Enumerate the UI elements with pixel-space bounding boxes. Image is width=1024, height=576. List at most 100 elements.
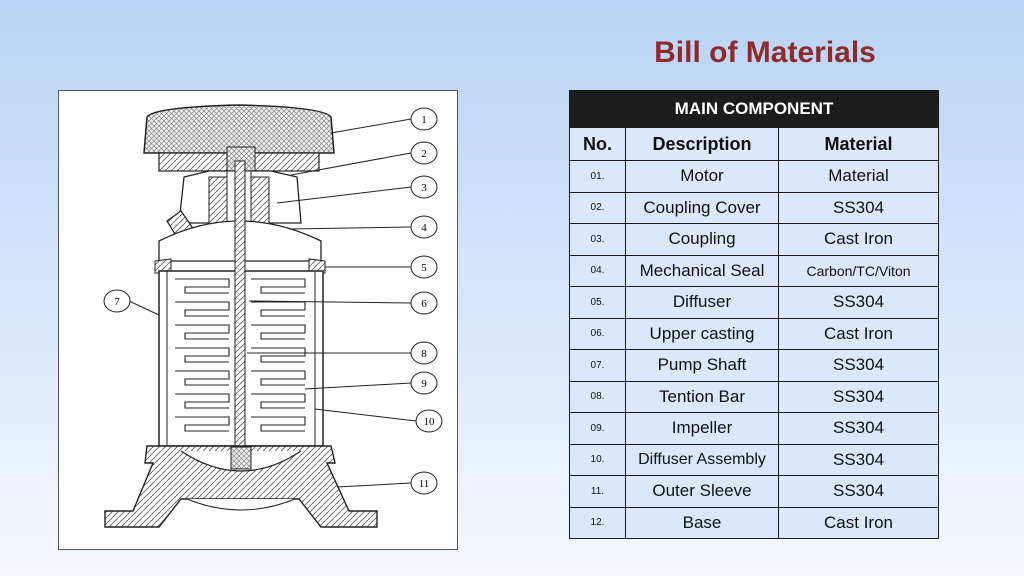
row-material: SS304 bbox=[777, 380, 940, 413]
header-no: No. bbox=[569, 127, 626, 161]
row-number: 09. bbox=[569, 412, 626, 445]
row-material: SS304 bbox=[777, 191, 940, 224]
stage-line bbox=[251, 347, 306, 363]
callout-circle bbox=[410, 471, 438, 495]
callout-circle bbox=[410, 255, 438, 279]
callout-circle bbox=[410, 141, 438, 165]
row-description: Coupling bbox=[625, 223, 779, 256]
table-caption: MAIN COMPONENT bbox=[568, 90, 940, 128]
row-material: Material bbox=[777, 160, 940, 193]
motor-cap bbox=[143, 104, 335, 154]
callout-leader bbox=[304, 382, 412, 390]
row-description: Motor bbox=[625, 160, 779, 193]
stage-line bbox=[251, 370, 306, 386]
callout-circle bbox=[410, 107, 438, 131]
pump-shaft bbox=[234, 160, 246, 462]
callout-number: 2 bbox=[421, 148, 427, 160]
callout-leader bbox=[276, 186, 412, 204]
page-title: Bill of Materials bbox=[654, 36, 876, 69]
callout-circle bbox=[410, 341, 438, 365]
stage-line bbox=[175, 324, 230, 340]
callout-number: 1 bbox=[421, 114, 427, 126]
row-number: 08. bbox=[569, 380, 626, 413]
stage-line bbox=[251, 324, 306, 340]
stage-line bbox=[251, 393, 306, 409]
callout-circle bbox=[103, 289, 131, 313]
row-description: Pump Shaft bbox=[625, 349, 779, 382]
row-number: 10. bbox=[569, 443, 626, 476]
row-description: Base bbox=[625, 506, 779, 539]
callout-leader bbox=[248, 300, 412, 304]
row-number: 05. bbox=[569, 286, 626, 319]
callout-circle bbox=[415, 409, 443, 433]
callout-circle bbox=[410, 175, 438, 199]
row-material: SS304 bbox=[777, 349, 940, 382]
callout-leader bbox=[336, 482, 412, 488]
stage-line bbox=[175, 370, 230, 386]
bill-of-materials-table: MAIN COMPONENT No. Description Material … bbox=[568, 90, 940, 539]
callout-number: 4 bbox=[421, 222, 427, 234]
pump-base bbox=[104, 445, 378, 528]
header-description: Description bbox=[625, 127, 779, 161]
row-material: SS304 bbox=[777, 443, 940, 476]
row-description: Coupling Cover bbox=[625, 191, 779, 224]
row-number: 07. bbox=[569, 349, 626, 382]
row-material: Cast Iron bbox=[777, 506, 940, 539]
row-description: Upper casting bbox=[625, 317, 779, 350]
row-number: 02. bbox=[569, 191, 626, 224]
callout-number: 5 bbox=[421, 262, 427, 274]
callout-circle bbox=[410, 371, 438, 395]
callout-number: 3 bbox=[421, 182, 427, 194]
row-material: SS304 bbox=[777, 475, 940, 508]
header-material: Material bbox=[777, 127, 940, 161]
row-number: 04. bbox=[569, 254, 626, 287]
row-material: Carbon/TC/Viton bbox=[777, 254, 940, 287]
row-description: Diffuser Assembly bbox=[625, 443, 779, 476]
stage-line bbox=[175, 301, 230, 317]
stage-line bbox=[251, 416, 306, 432]
callout-leader bbox=[128, 300, 160, 316]
callout-number: 7 bbox=[114, 296, 120, 308]
callout-number: 9 bbox=[421, 378, 427, 390]
row-description: Mechanical Seal bbox=[625, 254, 779, 287]
callout-leader bbox=[314, 408, 417, 422]
callout-number: 11 bbox=[419, 478, 430, 490]
row-description: Outer Sleeve bbox=[625, 475, 779, 508]
row-description: Tention Bar bbox=[625, 380, 779, 413]
callout-circle bbox=[410, 291, 438, 315]
impeller-diffuser-stages bbox=[175, 278, 306, 432]
row-number: 06. bbox=[569, 317, 626, 350]
row-description: Diffuser bbox=[625, 286, 779, 319]
callout-leader bbox=[330, 118, 412, 134]
row-description: Impeller bbox=[625, 412, 779, 445]
callout-circle bbox=[410, 215, 438, 239]
stage-line bbox=[175, 416, 230, 432]
row-number: 12. bbox=[569, 506, 626, 539]
row-number: 11. bbox=[569, 475, 626, 508]
stage-line bbox=[175, 393, 230, 409]
callout-number: 6 bbox=[421, 298, 427, 310]
row-material: SS304 bbox=[777, 286, 940, 319]
stage-line bbox=[251, 278, 306, 294]
callout-number: 8 bbox=[421, 348, 427, 360]
row-material: Cast Iron bbox=[777, 223, 940, 256]
row-number: 03. bbox=[569, 223, 626, 256]
callout-leader bbox=[288, 226, 412, 230]
stage-line bbox=[175, 278, 230, 294]
row-material: SS304 bbox=[777, 412, 940, 445]
